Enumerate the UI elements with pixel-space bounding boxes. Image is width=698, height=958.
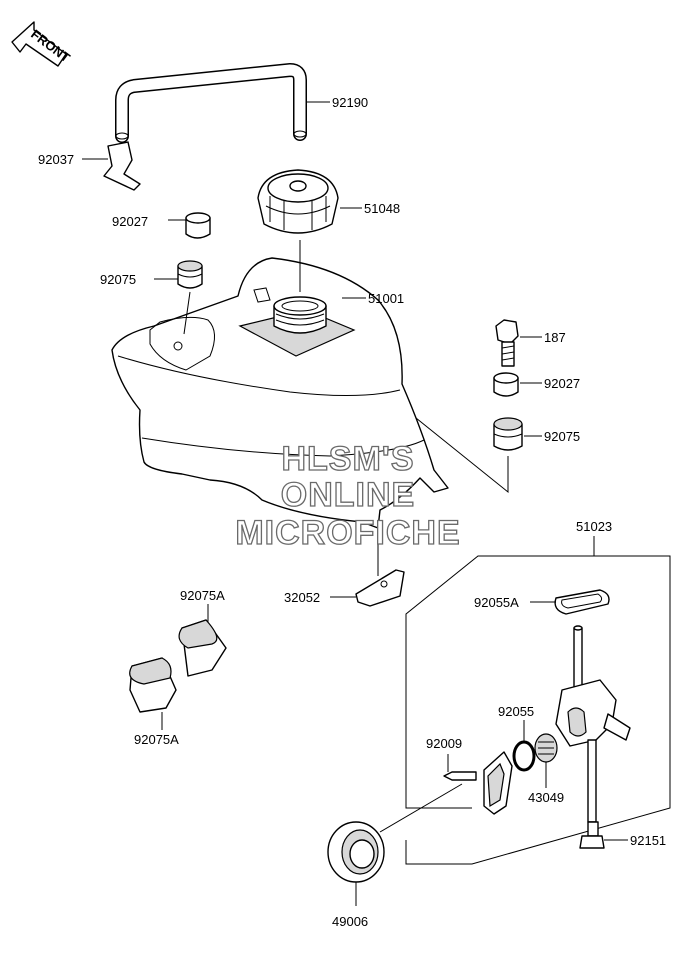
- label-51023: 51023: [576, 519, 612, 534]
- grommet-49006: [327, 783, 463, 906]
- grommet-92027-top: [168, 212, 211, 239]
- part-labels: 92190 92037 92027 51048 92075 51001 187 …: [38, 95, 666, 929]
- label-92075A-top: 92075A: [180, 588, 225, 603]
- grommet-92027-right: [493, 372, 542, 397]
- breather-hose-92190: [115, 62, 330, 143]
- label-187: 187: [544, 330, 566, 345]
- front-arrow-icon: FRONT: [11, 21, 73, 67]
- grommet-92075-top: [154, 260, 203, 289]
- label-43049: 43049: [528, 790, 564, 805]
- label-92075-top: 92075: [100, 272, 136, 287]
- grommet-92075-right: [415, 417, 542, 494]
- bracket-92037: [82, 141, 141, 191]
- label-92151: 92151: [630, 833, 666, 848]
- watermark-line-2: ONLINE: [281, 476, 415, 514]
- label-92055: 92055: [498, 704, 534, 719]
- assembly-outline-51023: [405, 536, 671, 865]
- label-92037: 92037: [38, 152, 74, 167]
- watermark-line-1: HLSM'S: [281, 440, 414, 478]
- bolt-187: [495, 319, 542, 367]
- label-51001: 51001: [368, 291, 404, 306]
- bracket-32052: [330, 528, 405, 607]
- gasket-92055A: [530, 589, 610, 615]
- mount-plate: [483, 751, 513, 815]
- fuel-tank-51001: [111, 240, 449, 529]
- label-92009: 92009: [426, 736, 462, 751]
- screw-92151: [579, 821, 628, 849]
- filter-43049: [534, 733, 558, 788]
- label-92055A: 92055A: [474, 595, 519, 610]
- collar-92075A-bottom: [129, 657, 177, 730]
- watermark-line-3: MICROFICHE: [235, 514, 460, 552]
- label-92190: 92190: [332, 95, 368, 110]
- label-32052: 32052: [284, 590, 320, 605]
- label-92027-right: 92027: [544, 376, 580, 391]
- label-92075-right: 92075: [544, 429, 580, 444]
- label-51048: 51048: [364, 201, 400, 216]
- fuel-cap-51048: [257, 169, 362, 234]
- watermark: HLSM'S ONLINE MICROFICHE: [235, 439, 461, 552]
- screw-92009: [443, 754, 477, 781]
- label-92075A-bottom: 92075A: [134, 732, 179, 747]
- label-49006: 49006: [332, 914, 368, 929]
- o-ring-92055: [512, 720, 536, 772]
- label-92027-top: 92027: [112, 214, 148, 229]
- fuel-cock-body: [555, 625, 631, 823]
- collar-92075A-top: [178, 604, 227, 677]
